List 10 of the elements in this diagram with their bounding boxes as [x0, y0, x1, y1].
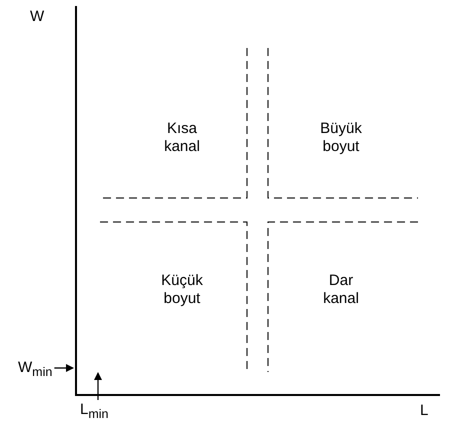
region-label: Dar kanal [322, 272, 360, 308]
arrow [94, 372, 102, 400]
region-label: Büyük boyut [319, 120, 363, 156]
limit-label: L$_{min}$ [80, 401, 108, 423]
axis-label: L [420, 402, 428, 420]
limit-label: W$_{min}$ [18, 359, 52, 381]
arrow [54, 364, 74, 372]
region-label: Küçük boyut [160, 272, 204, 308]
axis-label: W [30, 8, 44, 26]
region-label: Kısa kanal [163, 120, 201, 156]
